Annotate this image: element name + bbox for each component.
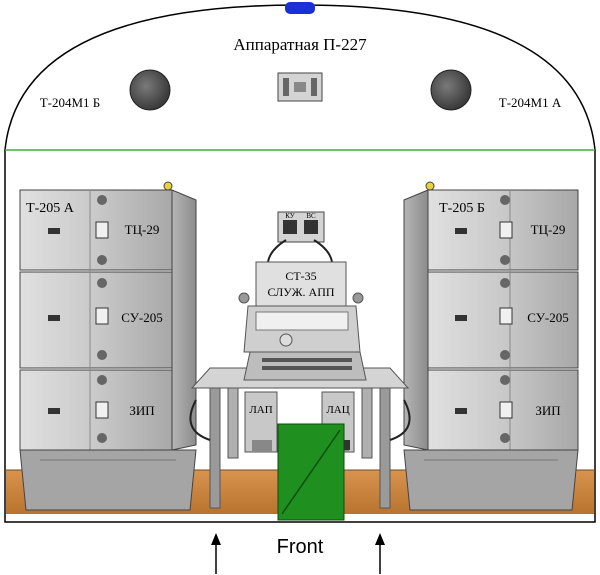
room-title: Аппаратная П-227 [233,35,367,54]
drawer-label-left: ЛАП [249,404,272,416]
right-rack-unit-2: СУ-205 [527,310,569,325]
ceiling-panel [277,72,323,102]
terminal-label-1: СТ-35 [285,269,316,283]
front-arrows [211,533,385,574]
left-rack-unit-1: ТЦ-29 [125,222,160,237]
left-rack [19,181,197,511]
right-rack [403,181,579,511]
ceiling-light [285,2,315,14]
left-rack-unit-3: ЗИП [129,403,154,418]
right-rack-unit-1: ТЦ-29 [531,222,566,237]
terminal-label-2: СЛУЖ. АПП [267,285,334,299]
right-rack-label: Т-205 Б [439,201,485,216]
front-label: Front [276,536,324,558]
panel-label-1: КУ [285,212,295,220]
chair [277,423,350,521]
left-rack-unit-2: СУ-205 [121,310,163,325]
left-rack-label: Т-205 А [26,201,75,216]
speaker-left [129,69,171,111]
drawer-label-right: ЛАЦ [326,404,349,416]
speaker-right [430,69,472,111]
speaker-left-label: Т-204М1 Б [40,95,101,110]
right-rack-unit-3: ЗИП [535,403,560,418]
speaker-right-label: Т-204М1 А [499,95,562,110]
terminal [238,211,367,381]
panel-label-2: ВС [306,212,316,220]
